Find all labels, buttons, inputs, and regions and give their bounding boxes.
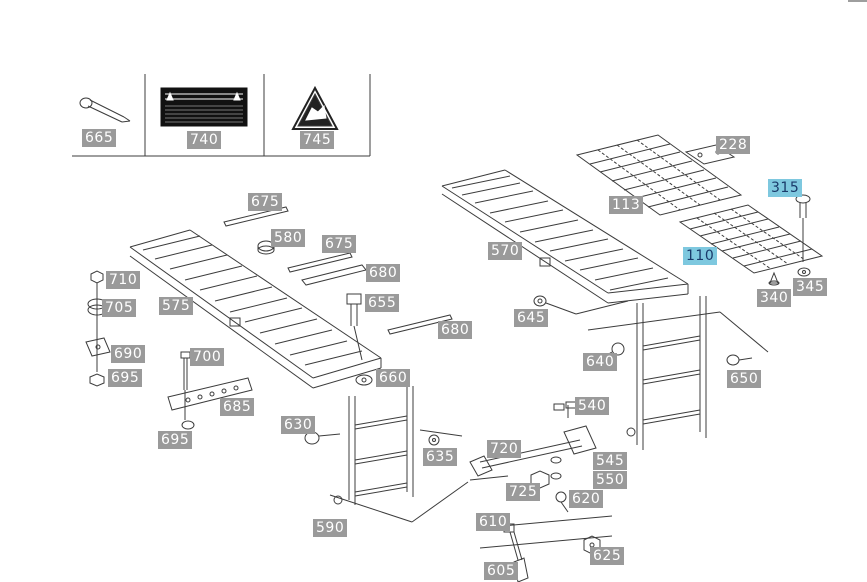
strip-680-b [387,314,453,335]
callout-640[interactable]: 640 [583,353,618,371]
callout-655[interactable]: 655 [365,294,400,312]
callout-725[interactable]: 725 [506,483,541,501]
callout-695-right[interactable]: 695 [158,431,193,449]
nut-710 [90,270,104,284]
callout-540[interactable]: 540 [575,397,610,415]
callout-625[interactable]: 625 [590,547,625,565]
nut-695-right [181,420,195,430]
strip-680-a [301,264,367,286]
callout-680-upper[interactable]: 680 [366,264,401,282]
callout-315[interactable]: 315 [768,179,803,197]
part-340 [768,271,780,286]
callout-345[interactable]: 345 [793,278,828,296]
callout-650[interactable]: 650 [727,370,762,388]
callout-570[interactable]: 570 [488,242,523,260]
callout-110[interactable]: 110 [683,247,718,265]
callout-575[interactable]: 575 [159,297,194,315]
callout-740[interactable]: 740 [187,131,222,149]
callout-710[interactable]: 710 [106,271,141,289]
callout-635[interactable]: 635 [423,448,458,466]
pin-icon [79,97,131,123]
right-ramp [441,169,689,304]
bracket-690 [85,337,111,357]
bolt-700 [180,351,191,420]
callout-580[interactable]: 580 [271,229,306,247]
plate-685 [167,377,253,411]
callout-630[interactable]: 630 [281,416,316,434]
callout-720[interactable]: 720 [487,440,522,458]
bolt-655 [346,293,363,361]
bolt-650 [726,354,753,366]
callout-590[interactable]: 590 [313,519,348,537]
strip-675-mid [287,252,353,273]
callout-645[interactable]: 645 [514,309,549,327]
callout-675-mid[interactable]: 675 [322,235,357,253]
strip-675-top [223,206,289,227]
cap-580 [257,240,275,255]
callout-545[interactable]: 545 [593,452,628,470]
callout-705[interactable]: 705 [102,299,137,317]
callout-675-top[interactable]: 675 [248,193,283,211]
callout-228[interactable]: 228 [716,136,751,154]
callout-610[interactable]: 610 [476,513,511,531]
bolt-635 [428,434,440,446]
callout-620[interactable]: 620 [569,490,604,508]
warning-label-icon [160,87,248,127]
callout-680-lower[interactable]: 680 [438,321,473,339]
accessory-panel [72,74,371,157]
callout-660[interactable]: 660 [376,369,411,387]
nut-695-left [89,373,105,387]
right-legs [626,296,707,450]
callout-665[interactable]: 665 [82,129,117,147]
callout-695-left[interactable]: 695 [108,369,143,387]
grating-panel-113 [575,134,743,216]
callout-685[interactable]: 685 [220,398,255,416]
callout-340[interactable]: 340 [757,289,792,307]
callout-745[interactable]: 745 [300,131,335,149]
left-legs [333,386,414,505]
bolt-315 [795,194,811,262]
washer-645 [533,295,629,315]
left-ramp [129,229,382,389]
callout-113[interactable]: 113 [609,196,644,214]
callout-700[interactable]: 700 [190,348,225,366]
callout-605[interactable]: 605 [484,562,519,580]
nut-345 [797,267,811,277]
hand-hazard-sign-icon [291,85,339,130]
callout-550[interactable]: 550 [593,471,628,489]
callout-690[interactable]: 690 [111,345,146,363]
grating-panel-110 [678,204,824,274]
nut-660 [355,374,373,386]
